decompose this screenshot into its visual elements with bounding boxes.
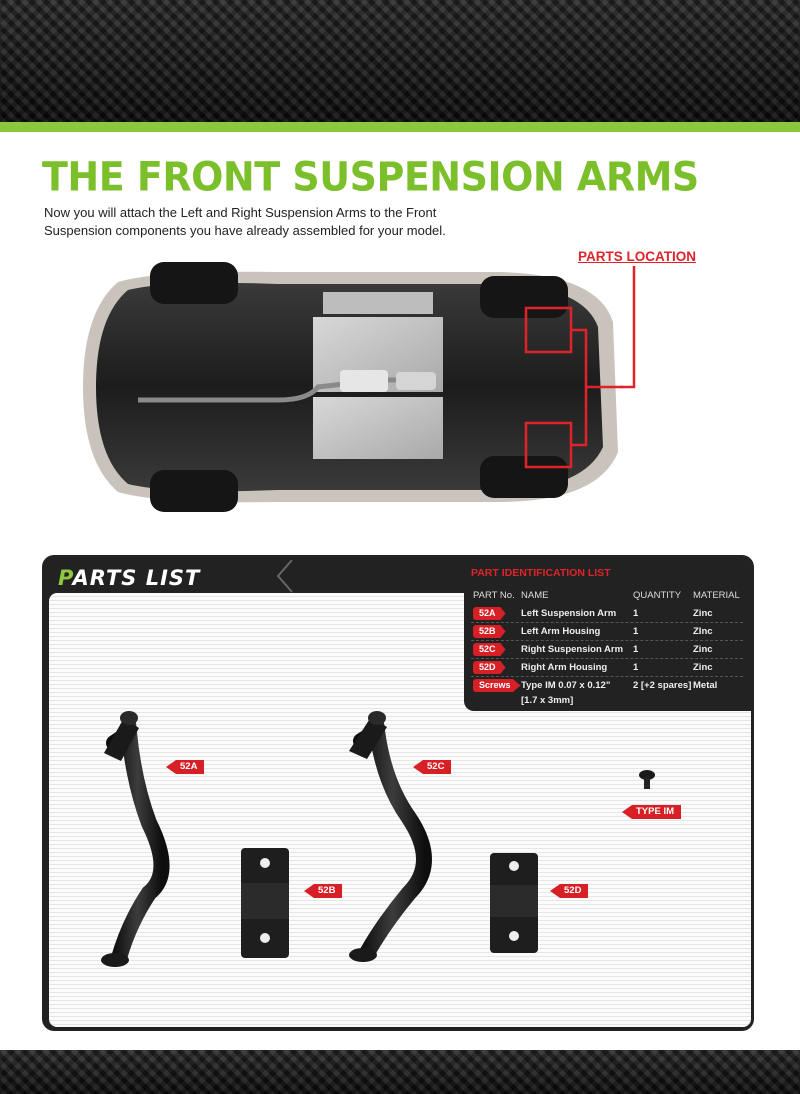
- part-name: Type IM 0.07 x 0.12": [521, 680, 611, 691]
- part-tag: Screws: [473, 679, 521, 692]
- page-title: THE FRONT SUSPENSION ARMS: [42, 153, 699, 201]
- part-name: Right Arm Housing: [521, 662, 608, 673]
- parts-location-label: PARTS LOCATION: [578, 249, 696, 264]
- header-accent-bar: [0, 122, 800, 132]
- label-52d: 52D: [550, 884, 589, 898]
- location-pointer-line: [620, 266, 636, 389]
- column-header-quantity: QUANTITY: [633, 590, 682, 601]
- part-material: Zinc: [693, 662, 713, 673]
- part-quantity: 1: [633, 626, 639, 637]
- label-52b: 52B: [304, 884, 343, 898]
- table-row: 52B Left Arm Housing 1 ZInc: [471, 623, 743, 641]
- table-row: 52D Right Arm Housing 1 Zinc: [471, 659, 743, 677]
- table-row: Screws Type IM 0.07 x 0.12" 2 [+2 spares…: [471, 677, 743, 695]
- part-tag: 52C: [473, 643, 506, 656]
- intro-text: Now you will attach the Left and Right S…: [44, 205, 446, 238]
- part-material: ZInc: [693, 626, 713, 637]
- column-header-part-no: PART No.: [473, 590, 515, 601]
- part-quantity: 2 [+2 spares]: [633, 680, 692, 691]
- label-52c: 52C: [413, 760, 452, 774]
- column-header-name: NAME: [521, 590, 549, 601]
- part-name: Left Arm Housing: [521, 626, 601, 637]
- part-name: Right Suspension Arm: [521, 644, 624, 655]
- footer-carbon-band: [0, 1050, 800, 1094]
- header-carbon-band: [0, 0, 800, 122]
- car-underside-image: [78, 262, 633, 512]
- part-name-line2: [1.7 x 3mm]: [521, 695, 574, 706]
- label-type-im: TYPE IM: [622, 805, 682, 819]
- right-arm-housing: [490, 853, 538, 953]
- parts-list-title: PARTS LIST: [58, 566, 200, 590]
- part-material: Metal: [693, 680, 718, 691]
- label-52a: 52A: [166, 760, 205, 774]
- parts-illustration: [101, 711, 655, 967]
- part-quantity: 1: [633, 662, 639, 673]
- right-suspension-arm: [349, 711, 432, 962]
- part-tag: 52A: [473, 607, 506, 620]
- left-suspension-arm: [101, 711, 170, 967]
- part-material: Zinc: [693, 608, 713, 619]
- column-header-material: MATERIAL: [693, 590, 740, 601]
- screw-type-im: [639, 770, 655, 789]
- parts-list-title-rest: ARTS LIST: [72, 566, 201, 590]
- table-row: 52A Left Suspension Arm 1 Zinc: [471, 605, 743, 623]
- part-tag: 52B: [473, 625, 506, 638]
- part-identification-title: PART IDENTIFICATION LIST: [471, 567, 611, 579]
- part-name: Left Suspension Arm: [521, 608, 617, 619]
- part-material: Zinc: [693, 644, 713, 655]
- parts-list-title-initial: P: [58, 566, 73, 590]
- left-arm-housing: [241, 848, 289, 958]
- table-row: 52C Right Suspension Arm 1 Zinc: [471, 641, 743, 659]
- part-quantity: 1: [633, 608, 639, 619]
- part-quantity: 1: [633, 644, 639, 655]
- title-slash-decoration: [276, 560, 293, 593]
- part-tag: 52D: [473, 661, 506, 674]
